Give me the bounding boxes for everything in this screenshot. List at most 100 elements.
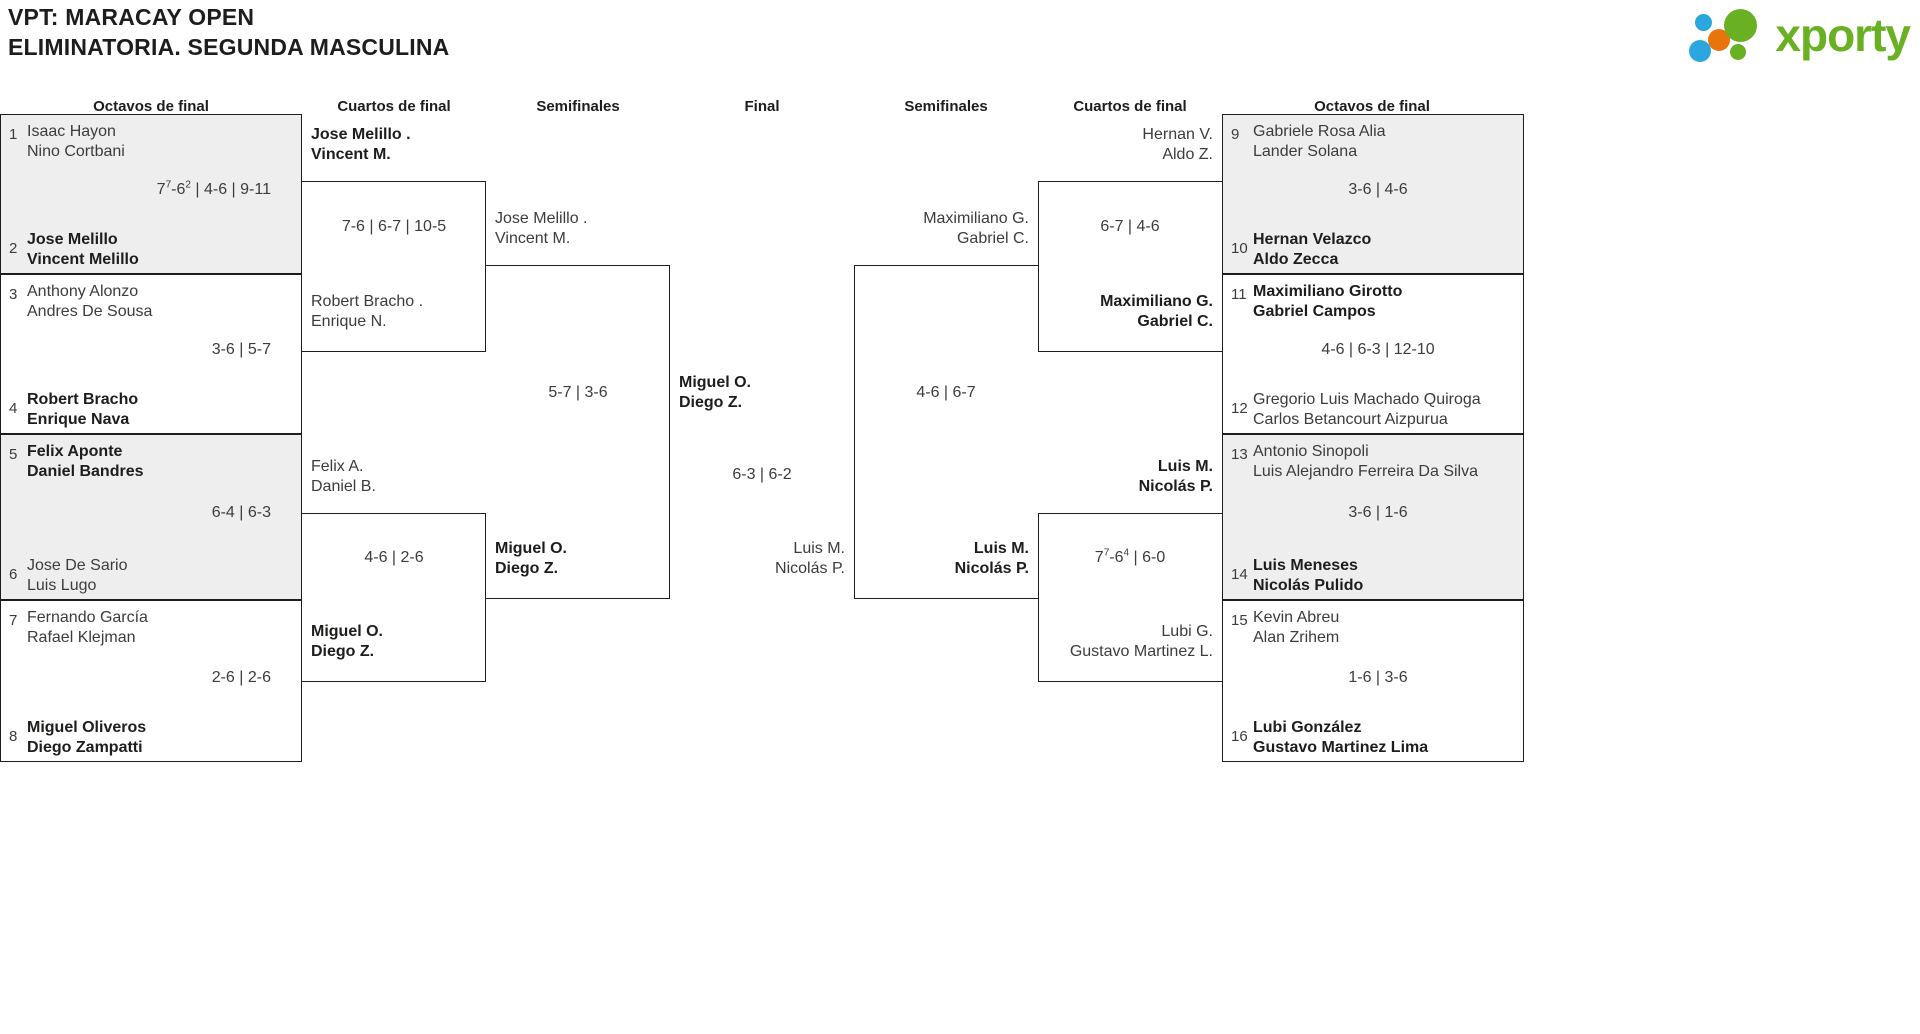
round-header-right-sf: Semifinales xyxy=(904,98,988,115)
team-name-line1: Fernando García xyxy=(27,609,148,626)
match-slot-left-r16-2[interactable]: 3 Anthony Alonzo Andres De Sousa 3-6 | 5… xyxy=(0,274,302,434)
match-score: 77-62 | 4-6 | 9-11 xyxy=(156,179,271,198)
match-slot-left-r16-3[interactable]: 5 Felix Aponte Daniel Bandres 6-4 | 6-3 … xyxy=(0,434,302,600)
seed-number: 9 xyxy=(1231,126,1240,143)
seed-number: 1 xyxy=(9,126,18,143)
team-name-line2: Daniel Bandres xyxy=(27,463,144,480)
match-score: 3-6 | 4-6 xyxy=(1348,181,1408,198)
connector-left-sf xyxy=(486,265,670,599)
right-qf-2-score: 77-64 | 6-0 xyxy=(1094,547,1166,566)
right-qf-2-team-a-line2: Nicolás P. xyxy=(1138,478,1213,495)
title-line-2: ELIMINATORIA. SEGUNDA MASCULINA xyxy=(8,34,450,60)
left-qf-2-team-a-line1: Felix A. xyxy=(311,458,364,475)
team-name-line1: Gabriele Rosa Alia xyxy=(1253,123,1386,140)
title-line-1: VPT: MARACAY OPEN xyxy=(8,4,255,30)
seed-number: 3 xyxy=(9,286,18,303)
connector-left-qf-1 xyxy=(302,181,486,352)
logo-dot-green-small xyxy=(1730,44,1747,60)
team-name-line2: Enrique Nava xyxy=(27,411,130,428)
team-name-line1: Felix Aponte xyxy=(27,443,123,460)
team-name-line1: Jose Melillo xyxy=(27,231,118,248)
team-name-line1: Luis Meneses xyxy=(1253,557,1358,574)
round-header-final: Final xyxy=(744,98,780,115)
team-name-line2: Andres De Sousa xyxy=(27,303,153,320)
seed-number: 16 xyxy=(1231,728,1248,745)
team-name-line1: Isaac Hayon xyxy=(27,123,116,140)
logo-dot-green-large xyxy=(1724,9,1758,42)
team-name-line1: Maximiliano Girotto xyxy=(1253,283,1403,300)
team-name-line2: Lander Solana xyxy=(1253,143,1358,160)
right-qf-1-team-a-line1: Hernan V. xyxy=(1142,126,1213,143)
connector-right-qf-2 xyxy=(1038,513,1222,682)
seed-number: 13 xyxy=(1231,446,1248,463)
left-qf-1-team-b-line1: Robert Bracho . xyxy=(311,293,424,310)
left-sf-team-b-line1: Miguel O. xyxy=(495,540,567,557)
seed-number: 10 xyxy=(1231,240,1248,257)
match-slot-right-r16-3[interactable]: 13 Antonio Sinopoli Luis Alejandro Ferre… xyxy=(1222,434,1524,600)
team-name-line1: Miguel Oliveros xyxy=(27,719,147,736)
team-name-line2: Alan Zrihem xyxy=(1253,629,1340,646)
team-name-line1: Robert Bracho xyxy=(27,391,139,408)
round-header-right-qf: Cuartos de final xyxy=(1073,98,1187,115)
right-qf-2-team-b-line1: Lubi G. xyxy=(1161,623,1213,640)
team-name-line1: Hernan Velazco xyxy=(1253,231,1372,248)
left-qf-2-team-a-line2: Daniel B. xyxy=(311,478,376,495)
right-qf-2-team-a-line1: Luis M. xyxy=(1157,458,1213,475)
seed-number: 11 xyxy=(1231,286,1247,303)
left-sf-team-a-line2: Vincent M. xyxy=(495,230,571,247)
round-header-right-r16: Octavos de final xyxy=(1314,98,1430,115)
round-header-left-sf: Semifinales xyxy=(536,98,620,115)
team-name-line2: Diego Zampatti xyxy=(27,739,143,756)
right-sf-team-b-line1: Luis M. xyxy=(973,540,1029,557)
team-name-line2: Luis Lugo xyxy=(27,577,97,594)
right-sf-score: 4-6 | 6-7 xyxy=(916,384,976,401)
right-qf-2-team-b-line2: Gustavo Martinez L. xyxy=(1069,643,1213,660)
team-name-line2: Gabriel Campos xyxy=(1253,303,1376,320)
xporty-logo[interactable]: xporty xyxy=(1689,6,1911,64)
right-qf-1-team-b-line2: Gabriel C. xyxy=(1137,313,1213,330)
seed-number: 5 xyxy=(9,446,18,463)
final-score: 6-3 | 6-2 xyxy=(732,466,792,483)
left-qf-2-score: 4-6 | 2-6 xyxy=(364,549,424,566)
round-header-left-qf: Cuartos de final xyxy=(337,98,451,115)
team-name-line1: Gregorio Luis Machado Quiroga xyxy=(1253,391,1481,408)
left-sf-team-b-line2: Diego Z. xyxy=(495,560,559,577)
team-name-line1: Antonio Sinopoli xyxy=(1253,443,1369,460)
final-team-a-line2: Diego Z. xyxy=(679,394,743,411)
seed-number: 2 xyxy=(9,240,18,257)
left-qf-1-score: 7-6 | 6-7 | 10-5 xyxy=(341,218,447,235)
match-score: 2-6 | 2-6 xyxy=(211,669,271,686)
final-team-b-line1: Luis M. xyxy=(793,540,845,557)
match-score: 3-6 | 5-7 xyxy=(211,341,271,358)
team-name-line2: Nicolás Pulido xyxy=(1253,577,1364,594)
team-name-line1: Kevin Abreu xyxy=(1253,609,1340,626)
left-sf-team-a-line1: Jose Melillo . xyxy=(495,210,588,227)
team-name-line2: Gustavo Martinez Lima xyxy=(1253,739,1429,756)
match-slot-left-r16-1[interactable]: 1 Isaac Hayon Nino Cortbani 77-62 | 4-6 … xyxy=(0,114,302,274)
seed-number: 12 xyxy=(1231,400,1248,417)
logo-dots xyxy=(1689,7,1775,63)
match-slot-left-r16-4[interactable]: 7 Fernando García Rafael Klejman 2-6 | 2… xyxy=(0,600,302,762)
match-slot-right-r16-4[interactable]: 15 Kevin Abreu Alan Zrihem 1-6 | 3-6 16 … xyxy=(1222,600,1524,762)
team-name-line2: Carlos Betancourt Aizpurua xyxy=(1253,411,1448,428)
final-team-b-line2: Nicolás P. xyxy=(775,560,845,577)
team-name-line1: Lubi González xyxy=(1253,719,1362,736)
page-title: VPT: MARACAY OPEN ELIMINATORIA. SEGUNDA … xyxy=(8,2,450,62)
seed-number: 15 xyxy=(1231,612,1248,629)
logo-dot-blue-large xyxy=(1689,40,1712,62)
left-qf-1-team-a-line2: Vincent M. xyxy=(311,146,391,163)
team-name-line2: Aldo Zecca xyxy=(1253,251,1339,268)
seed-number: 7 xyxy=(9,612,18,629)
right-qf-1-score: 6-7 | 4-6 xyxy=(1100,218,1160,235)
match-slot-right-r16-2[interactable]: 11 Maximiliano Girotto Gabriel Campos 4-… xyxy=(1222,274,1524,434)
match-slot-right-r16-1[interactable]: 9 Gabriele Rosa Alia Lander Solana 3-6 |… xyxy=(1222,114,1524,274)
final-team-a-line1: Miguel O. xyxy=(679,374,751,391)
team-name-line1: Jose De Sario xyxy=(27,557,128,574)
match-score: 6-4 | 6-3 xyxy=(211,504,271,521)
round-header-left-r16: Octavos de final xyxy=(93,98,209,115)
seed-number: 4 xyxy=(9,400,18,417)
logo-dot-orange xyxy=(1708,29,1731,51)
match-score: 1-6 | 3-6 xyxy=(1348,669,1408,686)
left-qf-1-team-a-line1: Jose Melillo . xyxy=(311,126,411,143)
